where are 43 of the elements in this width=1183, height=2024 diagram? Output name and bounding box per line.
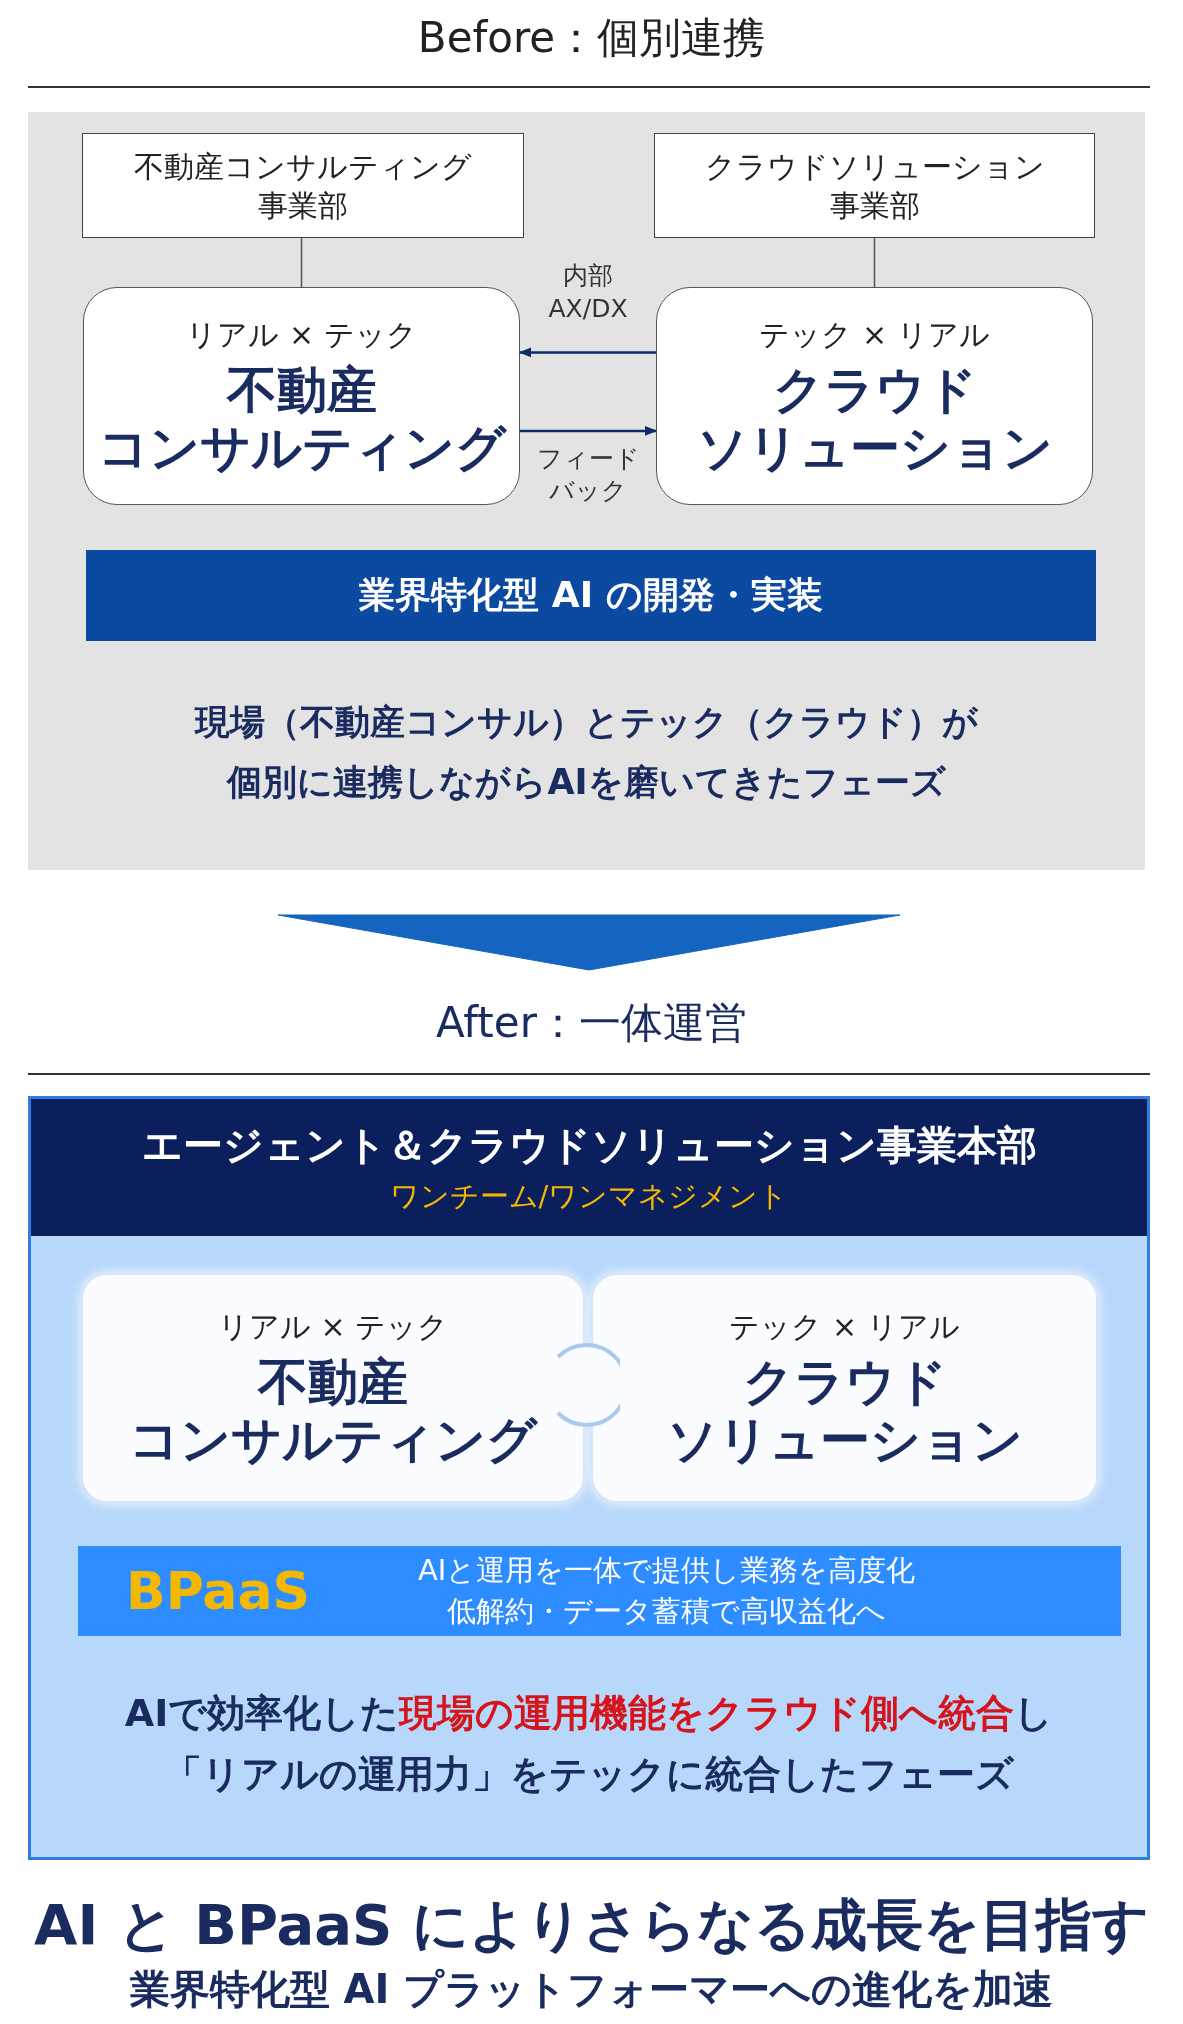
service-description: AIと運用を一体で提供し業務を高度化	[418, 1552, 916, 1590]
phase-panel	[28, 1096, 1150, 1860]
section-heading: After：一体運営	[435, 997, 748, 1049]
unit-title: クラウド	[742, 1354, 947, 1412]
unit-title: クラウド	[772, 362, 977, 420]
service-description: 低解約・データ蓄積で高収益化へ	[447, 1593, 887, 1630]
department-box	[654, 133, 1095, 238]
unit-card	[656, 287, 1093, 505]
puzzle-piece	[591, 1273, 1098, 1503]
panel-caption: AIで効率化した現場の運用機能をクラウド側へ統合し「リアルの運用力」をテックに統合したフェーズ	[123, 1690, 1055, 1798]
unit-title: ソリューション	[696, 419, 1053, 477]
unit-title: 不動産	[258, 1354, 408, 1412]
panel-caption: 現場（不動産コンサル）とテック（クラウド）が個別に連携しながらAIを磨いてきたフェーズ	[193, 701, 979, 804]
department-box	[82, 133, 524, 238]
service-name: BPaaS	[125, 1561, 311, 1621]
arrow	[518, 347, 656, 358]
conclusion-subheading: 業界特化型 AI プラットフォーマーへの進化を加速	[128, 1965, 1055, 2014]
puzzle-piece	[81, 1273, 585, 1503]
connector-line	[300, 237, 303, 288]
arrow	[520, 425, 658, 436]
header-title: エージェント＆クラウドソリューション事業本部	[141, 1121, 1037, 1170]
header-subtitle: ワンチーム/ワンマネジメント	[389, 1178, 789, 1215]
chevron-arrow	[277, 914, 901, 971]
connector-line	[873, 237, 876, 288]
department-label: 事業部	[829, 186, 920, 225]
department-label: 事業部	[258, 186, 348, 225]
bar-label: 業界特化型 AI の開発・実装	[359, 573, 823, 617]
section-heading: Before：個別連携	[416, 12, 767, 64]
department-label: 不動産コンサルティング	[134, 147, 472, 186]
unit-title: コンサルティング	[97, 419, 506, 477]
phase-panel	[28, 112, 1145, 870]
tagline: テック × リアル	[729, 1308, 960, 1346]
unit-card	[83, 287, 520, 505]
tagline: テック × リアル	[759, 316, 990, 354]
department-label: クラウドソリューション	[704, 147, 1045, 186]
unit-title: 不動産	[226, 362, 377, 420]
tagline: リアル × テック	[217, 1308, 449, 1346]
unit-title: コンサルティング	[129, 1411, 537, 1469]
tagline: リアル × テック	[186, 316, 417, 354]
unit-title: ソリューション	[666, 1411, 1023, 1469]
banner-bar	[86, 550, 1096, 641]
service-band	[78, 1546, 1121, 1636]
conclusion-heading: AI と BPaaS によりさらなる成長を目指す	[33, 1891, 1150, 1959]
